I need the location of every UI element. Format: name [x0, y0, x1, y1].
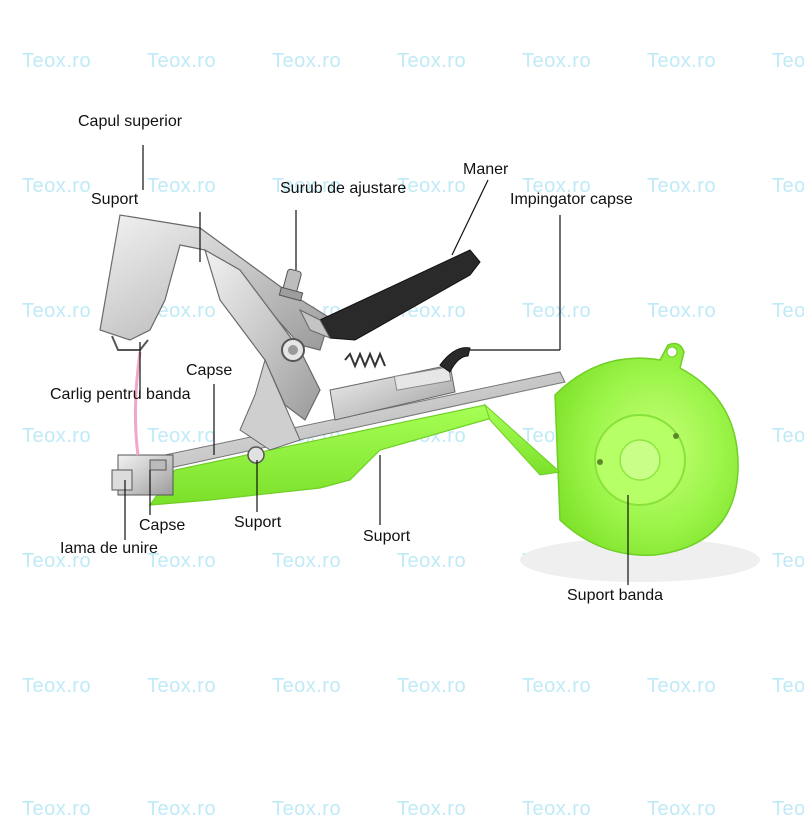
label-suport-bottom: Suport: [363, 528, 411, 545]
reel-shadow: [520, 538, 760, 582]
green-support-bar: [148, 404, 493, 506]
label-surub-ajustare: Surub de ajustare: [280, 180, 407, 197]
spring: [344, 351, 386, 369]
front-clamp: [111, 446, 265, 496]
handle: [319, 249, 481, 341]
label-suport-banda: Suport banda: [567, 587, 664, 604]
tape-hook: [111, 335, 149, 456]
label-maner: Maner: [463, 161, 509, 178]
label-capul-superior: Capul superior: [78, 113, 183, 130]
pusher-hook: [439, 347, 471, 373]
tape-reel: [554, 342, 739, 556]
label-capse-lower: Capse: [139, 517, 186, 534]
label-lama-unire: Iama de unire: [60, 540, 158, 557]
label-carlig-banda: Carlig pentru banda: [50, 386, 191, 403]
adjusting-screw: [278, 268, 304, 302]
label-suport-middle: Suport: [234, 514, 282, 531]
label-suport-top: Suport: [91, 191, 139, 208]
label-impingator-capse: Impingator capse: [510, 191, 633, 208]
leader-lines: [124, 145, 629, 585]
label-capse-upper: Capse: [186, 362, 233, 379]
